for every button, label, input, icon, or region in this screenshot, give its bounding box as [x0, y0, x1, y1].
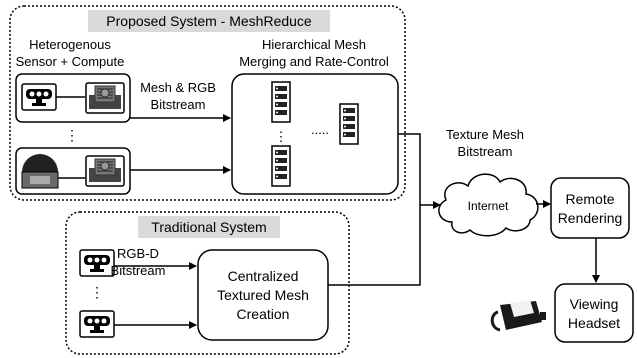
vr-headset-icon — [490, 300, 546, 332]
compute-board-icon — [85, 82, 125, 114]
centralized-line3: Creation — [237, 306, 290, 322]
centralized-line2: Textured Mesh — [217, 287, 309, 303]
rgbd-label-line1: RGB-D — [117, 246, 159, 261]
remote-line2: Rendering — [558, 210, 623, 226]
texture-mesh-label-line1: Texture Mesh — [446, 127, 524, 142]
mesh-rgb-label-line2: Bitstream — [151, 97, 206, 112]
traditional-system-frame — [65, 211, 350, 355]
proposed-to-internet-line — [398, 133, 441, 209]
internet-cloud-icon — [438, 173, 539, 237]
traditional-title: Traditional System — [151, 219, 266, 235]
traditional-vertical-ellipsis: ⋮ — [90, 284, 104, 300]
merge-heading-line1: Hierarchical Mesh — [262, 37, 366, 52]
rgbd-camera-icon-1 — [79, 249, 115, 277]
merge-heading-line2: Merging and Rate-Control — [239, 54, 389, 69]
sensor-heading-line2: Sensor + Compute — [16, 54, 125, 69]
rgbd-camera-icon-2 — [79, 310, 115, 338]
sensor-heading-line1: Heterogenous — [29, 37, 111, 52]
centralized-line1: Centralized — [228, 268, 299, 284]
headset-line2: Headset — [568, 315, 620, 331]
merge-vertical-ellipsis: ⋮ — [275, 129, 288, 144]
proposed-vertical-ellipsis: ⋮ — [65, 127, 79, 143]
remote-line1: Remote — [565, 191, 614, 207]
merge-horizontal-ellipsis: ..... — [311, 122, 329, 137]
traditional-to-internet-line — [328, 205, 421, 286]
server-rack-icon-3 — [339, 103, 359, 145]
proposed-title: Proposed System - MeshReduce — [106, 13, 312, 29]
mesh-rgb-label-line1: Mesh & RGB — [140, 80, 216, 95]
server-rack-icon-2 — [271, 145, 291, 187]
compute-board-icon-2 — [85, 155, 125, 187]
depth-camera-icon — [21, 83, 57, 111]
proposed-system-frame — [9, 5, 406, 201]
proposed-title-bg — [88, 10, 330, 32]
viewing-headset-box — [554, 283, 634, 343]
internet-label: Internet — [468, 199, 509, 213]
remote-rendering-box — [550, 177, 630, 239]
texture-mesh-label-line2: Bitstream — [458, 144, 513, 159]
centralized-creation-box — [197, 249, 329, 341]
dome-camera-icon — [21, 154, 59, 189]
server-rack-icon-1 — [271, 81, 291, 123]
traditional-title-bg — [138, 216, 280, 238]
headset-line1: Viewing — [570, 296, 619, 312]
